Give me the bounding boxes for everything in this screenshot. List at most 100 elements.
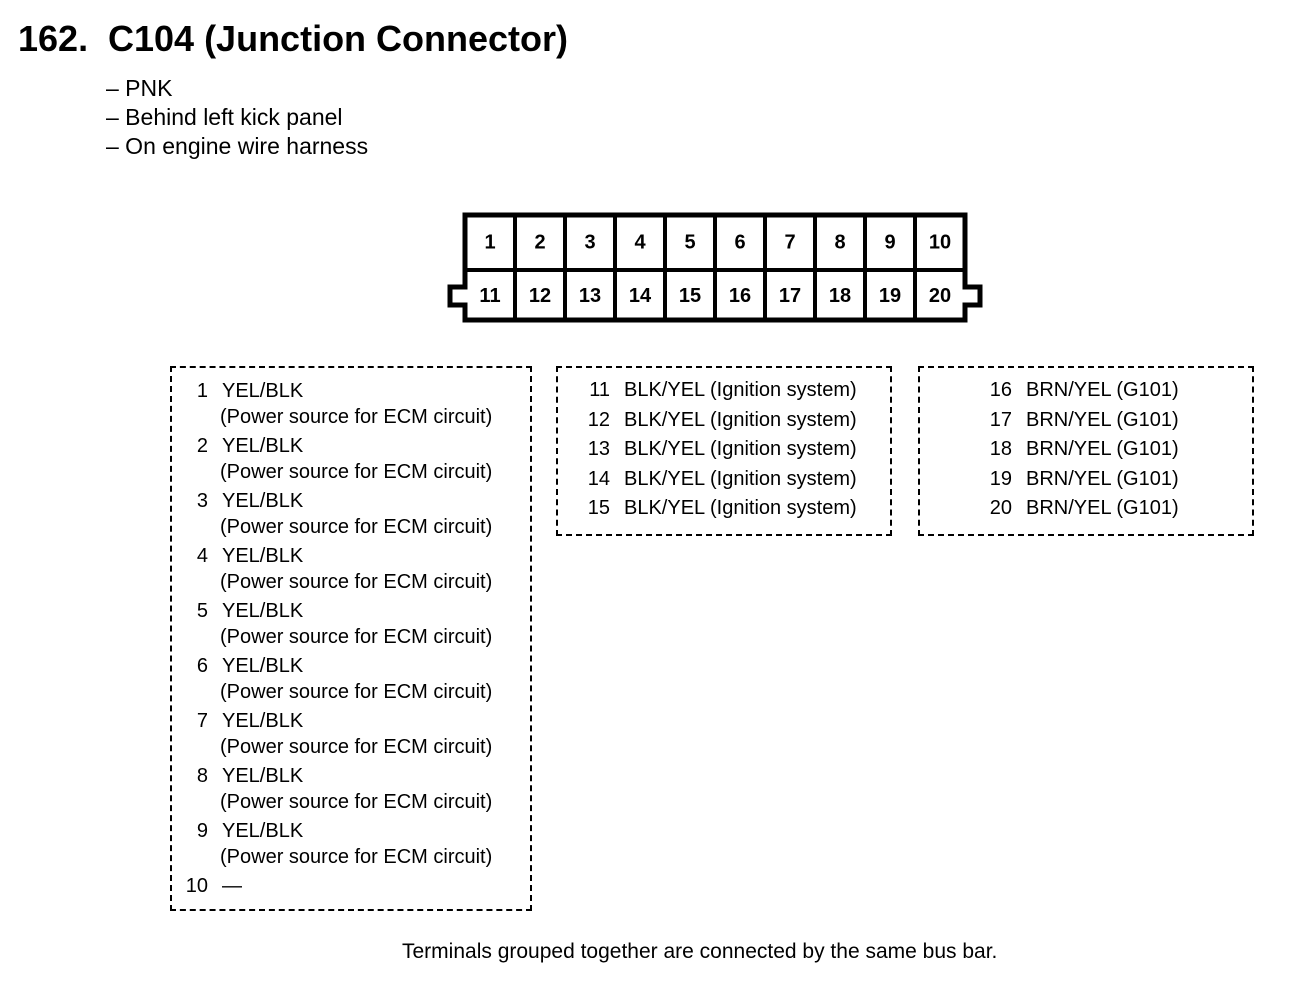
circuit-description: (Power source for ECM circuit) bbox=[220, 846, 493, 868]
pin-number: 20 bbox=[929, 285, 951, 307]
pin-number: 7 bbox=[784, 232, 795, 254]
terminal-entry: 11 BLK/YEL (Ignition system) bbox=[558, 376, 857, 404]
terminal-number: 10 bbox=[185, 875, 208, 897]
pin-number: 13 bbox=[579, 285, 601, 307]
circuit-description: (Power source for ECM circuit) bbox=[220, 791, 493, 813]
wire-circuit: BLK/YEL (Ignition system) bbox=[624, 438, 857, 461]
pin-number: 14 bbox=[629, 285, 652, 307]
wire-color: YEL/BLK bbox=[222, 490, 304, 512]
pin-number: 8 bbox=[834, 232, 845, 254]
wire-circuit: BRN/YEL (G101) bbox=[1026, 438, 1179, 461]
terminal-number: 2 bbox=[196, 435, 208, 457]
terminal-number: 4 bbox=[196, 545, 208, 567]
terminal-number: 16 bbox=[989, 379, 1012, 401]
terminal-number: 5 bbox=[196, 600, 208, 622]
terminal-number: 18 bbox=[989, 438, 1012, 461]
terminal-entry: 14 BLK/YEL (Ignition system) bbox=[558, 465, 857, 493]
terminal-entry: 17 BRN/YEL (G101) bbox=[920, 406, 1179, 434]
terminal-entry: 7 YEL/BLK bbox=[172, 707, 492, 735]
pin-number: 3 bbox=[584, 232, 595, 254]
pin-number: 4 bbox=[634, 232, 646, 254]
wire-color: YEL/BLK bbox=[222, 435, 304, 457]
terminal-number: 19 bbox=[989, 467, 1012, 490]
terminal-number: 13 bbox=[587, 438, 610, 461]
pin-number: 5 bbox=[684, 232, 695, 254]
section-number: 162. bbox=[18, 18, 89, 59]
note-color: – PNK bbox=[106, 75, 173, 101]
terminal-entry: 2 YEL/BLK bbox=[172, 432, 492, 460]
pin-number: 12 bbox=[529, 285, 551, 307]
note-harness: – On engine wire harness bbox=[106, 133, 369, 159]
terminal-number: 20 bbox=[989, 497, 1012, 520]
pin-number: 19 bbox=[879, 285, 901, 307]
wire-color: YEL/BLK bbox=[222, 545, 304, 567]
circuit-description: (Power source for ECM circuit) bbox=[220, 681, 493, 703]
terminal-number: 6 bbox=[196, 655, 208, 677]
wire-circuit: BLK/YEL (Ignition system) bbox=[624, 467, 857, 490]
terminal-entry: 8 YEL/BLK bbox=[172, 762, 492, 790]
terminal-entry: 4 YEL/BLK bbox=[172, 542, 492, 570]
wire-circuit: BRN/YEL (G101) bbox=[1026, 497, 1179, 520]
circuit-description: (Power source for ECM circuit) bbox=[220, 461, 493, 483]
wire-circuit: BRN/YEL (G101) bbox=[1026, 467, 1179, 490]
terminal-number: 12 bbox=[587, 408, 610, 431]
wire-circuit: BLK/YEL (Ignition system) bbox=[624, 379, 857, 401]
wire-color: YEL/BLK bbox=[222, 710, 304, 732]
wire-color: — bbox=[222, 875, 242, 897]
terminal-entry: 10 — bbox=[172, 872, 492, 900]
circuit-description: (Power source for ECM circuit) bbox=[220, 626, 493, 648]
terminal-entry: 9 YEL/BLK bbox=[172, 817, 492, 845]
terminal-entry: 20 BRN/YEL (G101) bbox=[920, 494, 1179, 522]
terminal-number: 17 bbox=[989, 408, 1012, 431]
terminal-entry: 12 BLK/YEL (Ignition system) bbox=[558, 406, 857, 434]
wire-circuit: BRN/YEL (G101) bbox=[1026, 379, 1179, 401]
terminal-number: 3 bbox=[196, 490, 208, 512]
page-title: 162.C104 (Junction Connector) bbox=[18, 18, 568, 60]
pin-number: 18 bbox=[829, 285, 851, 307]
wire-color: YEL/BLK bbox=[222, 380, 304, 402]
pin-number: 2 bbox=[534, 232, 545, 254]
terminal-number: 1 bbox=[196, 380, 208, 402]
terminal-number: 14 bbox=[587, 467, 610, 490]
wire-color: YEL/BLK bbox=[222, 655, 304, 677]
wire-color: YEL/BLK bbox=[222, 765, 304, 787]
wire-circuit: BLK/YEL (Ignition system) bbox=[624, 497, 857, 520]
terminal-entry: 1 YEL/BLK bbox=[172, 377, 492, 405]
pin-number: 10 bbox=[929, 232, 951, 254]
circuit-description: (Power source for ECM circuit) bbox=[220, 406, 493, 428]
connector-notes: – PNK – Behind left kick panel – On engi… bbox=[106, 74, 368, 161]
pin-number: 9 bbox=[884, 232, 895, 254]
circuit-description: (Power source for ECM circuit) bbox=[220, 571, 493, 593]
terminal-number: 11 bbox=[589, 379, 610, 401]
terminal-number: 8 bbox=[196, 765, 208, 787]
pin-number: 11 bbox=[479, 285, 500, 307]
circuit-description: (Power source for ECM circuit) bbox=[220, 736, 493, 758]
pin-number: 1 bbox=[484, 232, 495, 254]
terminal-number: 9 bbox=[196, 820, 208, 842]
terminal-entry: 3 YEL/BLK bbox=[172, 487, 492, 515]
terminal-entry: 6 YEL/BLK bbox=[172, 652, 492, 680]
pin-number: 17 bbox=[779, 285, 801, 307]
terminal-entry: 19 BRN/YEL (G101) bbox=[920, 465, 1179, 493]
pin-number: 16 bbox=[729, 285, 751, 307]
terminal-number: 7 bbox=[196, 710, 208, 732]
bus-bar-note: Terminals grouped together are connected… bbox=[402, 940, 998, 963]
circuit-description: (Power source for ECM circuit) bbox=[220, 516, 493, 538]
terminal-entry: 13 BLK/YEL (Ignition system) bbox=[558, 435, 857, 463]
wire-circuit: BLK/YEL (Ignition system) bbox=[624, 408, 857, 431]
wire-color: YEL/BLK bbox=[222, 820, 304, 842]
pin-number: 15 bbox=[679, 285, 701, 307]
terminal-entry: 18 BRN/YEL (G101) bbox=[920, 435, 1179, 463]
wire-circuit: BRN/YEL (G101) bbox=[1026, 408, 1179, 431]
connector-body bbox=[447, 212, 983, 323]
